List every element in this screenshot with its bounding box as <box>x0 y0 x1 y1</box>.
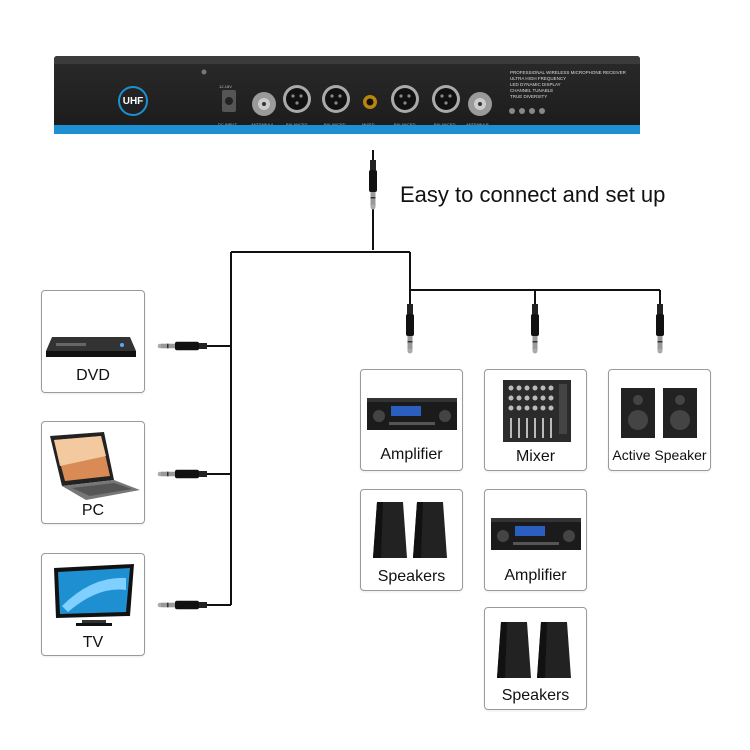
source-box-tv: TV <box>41 553 145 656</box>
jack-plug-amplifier <box>406 304 414 354</box>
blue-accent-stripe <box>54 125 640 134</box>
laptop-icon <box>50 432 140 500</box>
output-label: Amplifier <box>504 567 567 584</box>
xlr-connector-1-icon <box>283 85 311 113</box>
jack-plug-mixer <box>531 304 539 354</box>
jack-plug-active-speaker <box>656 304 664 354</box>
voltage-label: 12-18V <box>219 84 232 89</box>
port-label: BALANCED <box>324 122 346 127</box>
port-label: DC INPUT <box>218 122 237 127</box>
wireless-receiver-rear-panel: UHF PROFESSIONAL WIRELESS MICROPHONE REC… <box>54 56 640 134</box>
port-label: MIXED <box>362 122 375 127</box>
jack-plug-tv <box>157 600 207 610</box>
active-speaker-icon <box>621 388 697 438</box>
source-label: PC <box>81 502 105 519</box>
xlr-connector-3-icon <box>391 85 419 113</box>
output-box-speakers-2: Speakers <box>484 607 587 710</box>
output-label: Active Speaker <box>612 447 707 463</box>
output-label: Amplifier <box>380 446 443 463</box>
output-box-speakers: Speakers <box>360 489 463 591</box>
xlr-connector-4-icon <box>432 85 460 113</box>
jack-plug-main <box>369 160 377 210</box>
xlr-connector-2-icon <box>322 85 350 113</box>
jack-plug-dvd <box>157 341 207 351</box>
headline: Easy to connect and set up <box>400 182 666 207</box>
port-label: BALANCED <box>286 122 308 127</box>
output-label: Speakers <box>377 568 446 585</box>
mixed-jack-icon <box>363 95 377 109</box>
receiver-description: PROFESSIONAL WIRELESS MICROPHONE RECEIVE… <box>510 70 626 99</box>
source-box-pc: PC <box>41 421 145 524</box>
output-box-mixer: Mixer <box>484 369 587 471</box>
port-label: ANTENNA A <box>251 122 273 127</box>
source-box-dvd: DVD <box>41 290 145 393</box>
output-label: Speakers <box>501 687 570 704</box>
port-label: ANTENNA B <box>466 122 489 127</box>
output-box-active-speaker: Active Speaker <box>608 369 711 471</box>
amplifier-icon <box>491 518 581 550</box>
uhf-logo: UHF <box>118 86 148 116</box>
port-label: BALANCED <box>394 122 416 127</box>
receiver-connectors <box>201 69 545 116</box>
output-label: Mixer <box>515 448 556 465</box>
speakers-icon <box>373 502 447 558</box>
amplifier-icon <box>367 398 457 430</box>
output-box-amplifier-2: Amplifier <box>484 489 587 591</box>
dvd-player-icon <box>46 337 136 357</box>
output-box-amplifier: Amplifier <box>360 369 463 471</box>
source-label: TV <box>82 634 104 651</box>
speakers-icon <box>497 622 571 678</box>
source-label: DVD <box>76 367 110 384</box>
antenna-a-bnc-icon <box>252 92 276 116</box>
tv-icon <box>54 564 134 626</box>
antenna-b-bnc-icon <box>468 92 492 116</box>
mixer-icon <box>503 380 571 442</box>
jack-plug-pc <box>157 469 207 479</box>
port-label: BALANCED <box>434 122 456 127</box>
